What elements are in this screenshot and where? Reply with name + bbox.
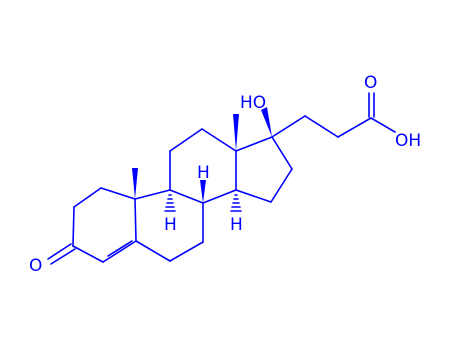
carbonyl-oxygen-label: O [29,256,42,276]
ketone-double-bond [47,243,76,265]
ring-a [72,187,137,263]
h8-label: H [197,163,210,183]
acid-carbonyl-oxygen-label: O [364,73,377,93]
propanoic-acid-chain [271,92,396,138]
acid-hydroxyl-label: OH [395,131,421,151]
ring-b [134,189,204,262]
methyl-c10-wedge [132,168,138,199]
hash-bond-h9 [164,194,176,212]
wedge-bond-h8 [200,180,206,203]
ring-d [235,136,293,203]
c4-c5-double-bond [107,240,133,257]
hydroxyl-label: HO [240,93,266,113]
ring-c [169,128,237,204]
methyl-c13-wedge [233,114,239,151]
hash-bond-h14 [230,194,242,212]
h9-label: H [164,215,177,235]
hydroxyl-c17-wedge [261,107,272,137]
h14-label: H [230,215,243,235]
